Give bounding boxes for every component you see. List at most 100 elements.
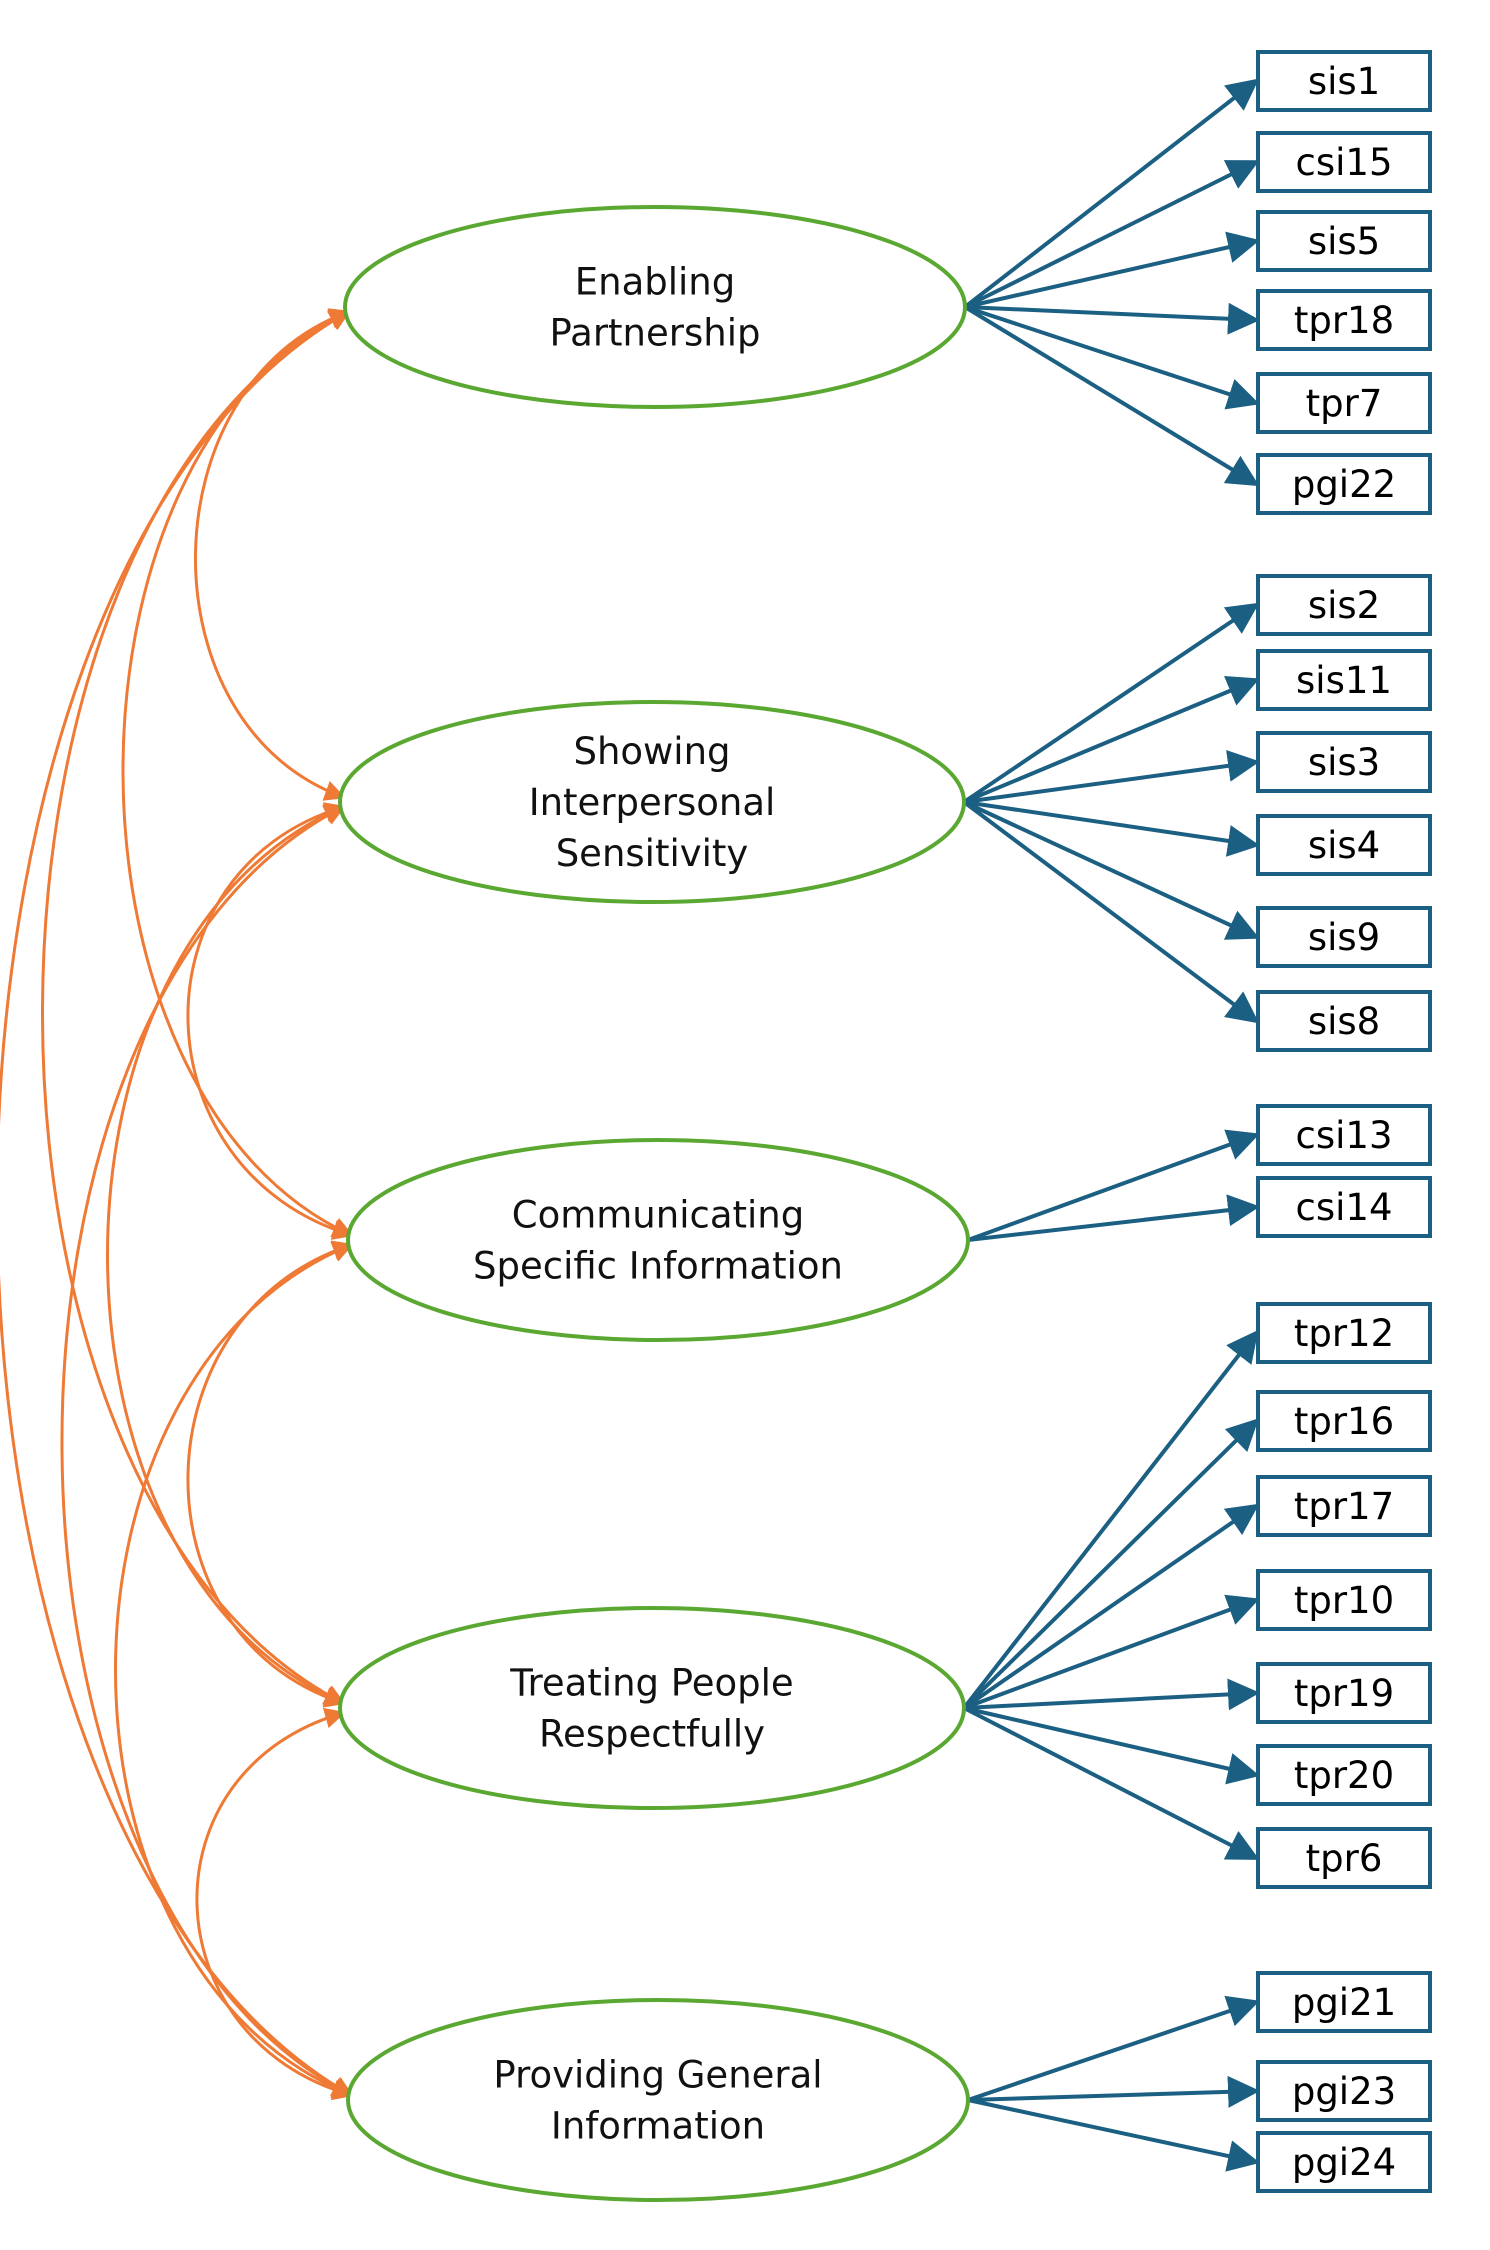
indicator-label-tpr12: tpr12 bbox=[1294, 1312, 1394, 1355]
factor-label-tpr-line-2: Respectfully bbox=[539, 1713, 765, 1756]
indicator-box-tpr6 bbox=[1256, 1827, 1432, 1889]
loading-layer bbox=[962, 78, 1260, 2172]
indicator-label-tpr17: tpr17 bbox=[1294, 1485, 1394, 1528]
indicator-label-tpr7: tpr7 bbox=[1306, 382, 1383, 425]
indicator-label-sis5: sis5 bbox=[1308, 220, 1380, 263]
factor-label-pgi-line-1: Providing General bbox=[493, 2054, 822, 2097]
indicator-box-tpr20 bbox=[1256, 1744, 1432, 1806]
indicator-label-sis4: sis4 bbox=[1308, 824, 1380, 867]
loading-tpr-tpr10 bbox=[963, 1594, 1260, 1710]
loading-ep-pgi22 bbox=[963, 305, 1260, 487]
loading-tpr-tpr16 bbox=[962, 1418, 1259, 1710]
loading-sis-sis2 bbox=[962, 602, 1260, 804]
factor-label-tpr-line-1: Treating People bbox=[509, 1662, 793, 1705]
indicator-label-pgi21: pgi21 bbox=[1292, 1981, 1396, 2024]
indicator-box-csi13 bbox=[1256, 1104, 1432, 1166]
indicator-box-csi14 bbox=[1256, 1176, 1432, 1238]
loading-tpr-tpr20 bbox=[963, 1706, 1260, 1785]
loading-sis-sis9 bbox=[963, 800, 1260, 940]
loading-sis-sis3 bbox=[963, 749, 1260, 804]
loading-ep-csi15 bbox=[964, 160, 1260, 309]
loading-pgi-pgi23 bbox=[967, 2075, 1260, 2108]
indicator-box-pgi22 bbox=[1256, 453, 1432, 515]
indicator-box-sis8 bbox=[1256, 990, 1432, 1052]
indicator-box-tpr18 bbox=[1256, 289, 1432, 351]
indicator-box-tpr19 bbox=[1256, 1662, 1432, 1724]
indicator-box-sis3 bbox=[1256, 731, 1432, 793]
covariance-csi-pgi bbox=[114, 1242, 354, 2098]
indicator-box-sis5 bbox=[1256, 210, 1432, 272]
indicator-box-pgi23 bbox=[1256, 2060, 1432, 2122]
factor-ellipse-tpr bbox=[338, 1606, 966, 1810]
factor-label-csi-line-2: Specific Information bbox=[473, 1245, 843, 1288]
covariance-ep-csi bbox=[121, 309, 354, 1238]
factor-label-ep-line-2: Partnership bbox=[550, 312, 761, 355]
factor-label-pgi-line-2: Information bbox=[551, 2105, 765, 2148]
loading-pgi-pgi21 bbox=[967, 1995, 1260, 2102]
indicator-label-sis1: sis1 bbox=[1308, 60, 1380, 103]
covariance-csi-tpr bbox=[186, 1240, 354, 1708]
indicator-box-sis9 bbox=[1256, 906, 1432, 968]
indicator-label-tpr10: tpr10 bbox=[1294, 1579, 1394, 1622]
indicator-label-pgi24: pgi24 bbox=[1292, 2141, 1396, 2184]
indicator-box-tpr17 bbox=[1256, 1475, 1432, 1537]
factor-label-sis-line-1: Showing bbox=[573, 730, 730, 773]
indicator-label-tpr6: tpr6 bbox=[1306, 1837, 1383, 1880]
factor-ellipse-sis bbox=[338, 700, 966, 904]
indicator-label-sis2: sis2 bbox=[1308, 584, 1380, 627]
covariance-ep-sis bbox=[194, 308, 351, 801]
indicator-box-tpr7 bbox=[1256, 372, 1432, 434]
loading-tpr-tpr12 bbox=[962, 1329, 1259, 1710]
covariance-tpr-pgi bbox=[195, 1707, 354, 2101]
loading-tpr-tpr6 bbox=[963, 1706, 1260, 1860]
indicator-label-tpr20: tpr20 bbox=[1294, 1754, 1394, 1797]
covariance-sis-pgi bbox=[60, 805, 354, 2097]
indicator-box-sis1 bbox=[1256, 50, 1432, 112]
indicator-label-sis8: sis8 bbox=[1308, 1000, 1380, 1043]
indicator-box-tpr12 bbox=[1256, 1302, 1432, 1364]
factor-label-csi-line-1: Communicating bbox=[512, 1194, 804, 1237]
loading-tpr-tpr19 bbox=[963, 1678, 1260, 1711]
indicator-box-tpr10 bbox=[1256, 1569, 1432, 1631]
factor-ellipse-ep bbox=[343, 205, 967, 409]
indicator-label-sis9: sis9 bbox=[1308, 916, 1380, 959]
loading-csi-csi13 bbox=[967, 1129, 1260, 1242]
loading-ep-sis5 bbox=[964, 231, 1260, 309]
loading-tpr-tpr17 bbox=[962, 1503, 1260, 1710]
indicator-label-pgi22: pgi22 bbox=[1292, 463, 1396, 506]
factor-ellipse-csi bbox=[346, 1138, 970, 1342]
indicator-box-sis4 bbox=[1256, 814, 1432, 876]
loading-csi-csi14 bbox=[967, 1194, 1260, 1242]
indicator-box-sis2 bbox=[1256, 574, 1432, 636]
indicator-label-csi14: csi14 bbox=[1296, 1186, 1393, 1229]
covariance-layer bbox=[0, 308, 354, 2101]
covariance-sis-csi bbox=[186, 802, 354, 1240]
factor-layer: EnablingPartnershipShowingInterpersonalS… bbox=[338, 205, 970, 2202]
covariance-sis-tpr bbox=[106, 804, 346, 1706]
loading-sis-sis4 bbox=[963, 800, 1260, 857]
indicator-label-tpr18: tpr18 bbox=[1294, 299, 1394, 342]
indicator-label-pgi23: pgi23 bbox=[1292, 2070, 1396, 2113]
loading-pgi-pgi24 bbox=[967, 2098, 1260, 2172]
factor-label-sis-line-3: Sensitivity bbox=[556, 832, 749, 875]
indicator-box-sis11 bbox=[1256, 649, 1432, 711]
loading-sis-sis8 bbox=[962, 800, 1260, 1024]
indicator-label-sis3: sis3 bbox=[1308, 741, 1380, 784]
factor-ellipse-pgi bbox=[346, 1998, 970, 2202]
loading-ep-tpr7 bbox=[964, 305, 1260, 410]
loading-ep-tpr18 bbox=[964, 302, 1260, 335]
loading-sis-sis11 bbox=[963, 676, 1260, 804]
indicator-box-pgi24 bbox=[1256, 2131, 1432, 2193]
indicator-label-csi15: csi15 bbox=[1296, 141, 1393, 184]
factor-label-ep-line-1: Enabling bbox=[575, 261, 735, 304]
indicator-label-tpr16: tpr16 bbox=[1294, 1400, 1394, 1443]
covariance-ep-pgi bbox=[0, 310, 354, 2097]
indicator-box-pgi21 bbox=[1256, 1971, 1432, 2033]
indicator-layer: sis1 csi15 sis5 tpr18 tpr7 pgi22 sis2 sis11 sis3… bbox=[1256, 50, 1432, 2193]
indicator-label-csi13: csi13 bbox=[1296, 1114, 1393, 1157]
indicator-box-tpr16 bbox=[1256, 1390, 1432, 1452]
indicator-box-csi15 bbox=[1256, 131, 1432, 193]
indicator-label-sis11: sis11 bbox=[1296, 659, 1392, 702]
